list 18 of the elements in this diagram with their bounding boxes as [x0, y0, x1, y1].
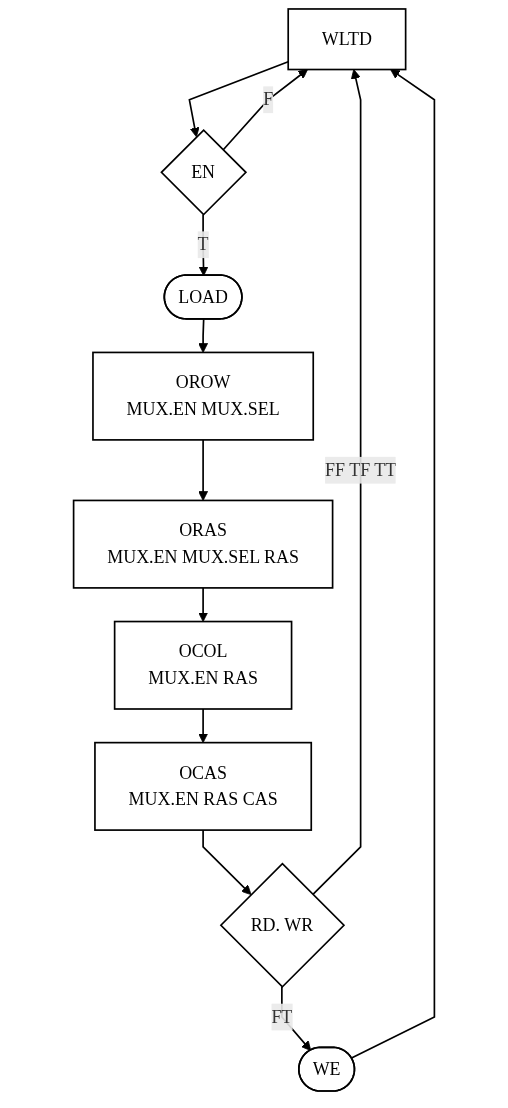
- node-box: OCOL MUX.EN RAS: [113, 620, 293, 710]
- edge-label: T: [197, 234, 209, 254]
- edge-label: F: [263, 89, 274, 109]
- node-box: OROW MUX.EN MUX.SEL: [92, 351, 315, 441]
- arrow: [202, 829, 252, 895]
- node-box: ORAS MUX.EN MUX.SEL RAS: [72, 499, 334, 589]
- edge-label: FT: [271, 1006, 293, 1026]
- node-box: OCAS MUX.EN RAS CAS: [94, 741, 313, 831]
- arrow: [198, 439, 209, 501]
- node-box: WLTD: [287, 8, 407, 71]
- arrow: [198, 708, 209, 744]
- arrow: [198, 587, 209, 622]
- node-diamond: RD. WR: [219, 862, 346, 988]
- edge-label: FF TF TT: [325, 460, 397, 480]
- arrow: [222, 69, 308, 151]
- arrow: [198, 318, 209, 353]
- node-diamond: EN: [160, 128, 248, 216]
- arrow: [311, 69, 362, 896]
